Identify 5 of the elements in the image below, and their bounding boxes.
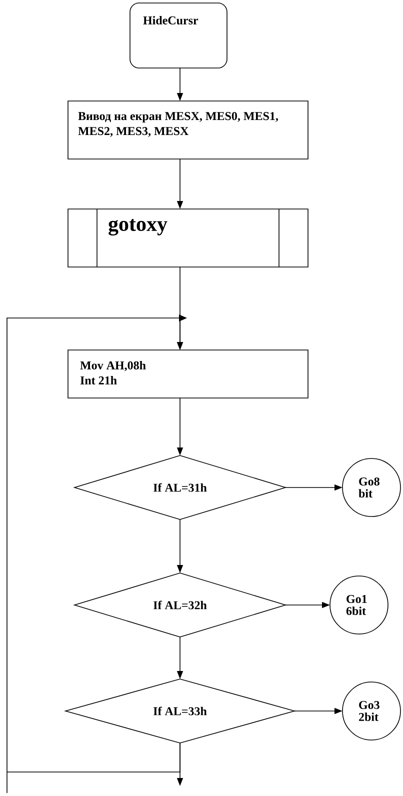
process-box: Mov AH,08h Int 21h — [68, 350, 308, 398]
process-box: Вивод на екран MESX, MES0, MES1, MES2, MES3, MESX — [68, 100, 308, 160]
terminal-box: HideCursr — [130, 2, 228, 68]
arrow — [6, 314, 187, 794]
subroutine-box: gotoxy — [68, 208, 308, 268]
